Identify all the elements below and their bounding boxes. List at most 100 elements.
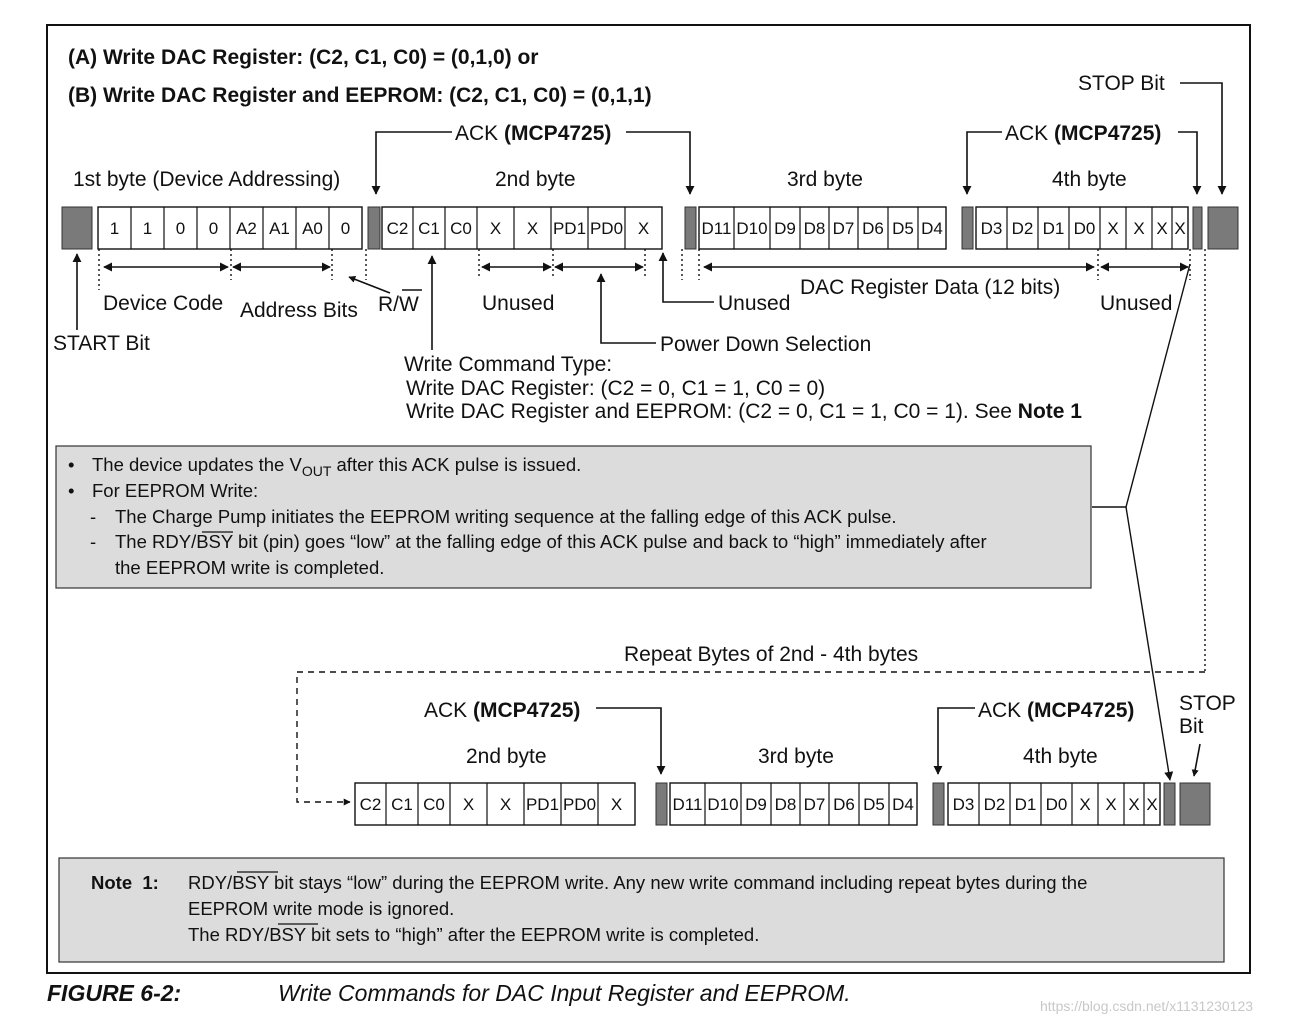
byte-3-label: 3rd byte (787, 168, 863, 191)
byte-3-repeat-cell: D7 (804, 795, 826, 814)
stop-bit-block (1179, 782, 1211, 826)
unused-arrow-2 (658, 252, 714, 303)
byte-4-cell: D1 (1043, 219, 1065, 238)
unused-label-3: Unused (1100, 292, 1172, 315)
byte-4-cell: X (1156, 219, 1167, 238)
info-bullet-2: • (68, 480, 74, 501)
byte-1-cell: 1 (143, 219, 152, 238)
byte-4-cell: X (1133, 219, 1144, 238)
bit-label-bottom: Bit (1179, 715, 1204, 738)
byte-2-repeat-cell: X (611, 795, 622, 814)
byte-2-cell: C2 (387, 219, 409, 238)
info-dash-2: - (90, 531, 96, 552)
repeat-label: Repeat Bytes of 2nd - 4th bytes (624, 643, 918, 666)
byte-3-label-bottom: 3rd byte (758, 745, 834, 768)
byte-4-cell: X (1107, 219, 1118, 238)
byte-2-repeat-cell: C2 (360, 795, 382, 814)
ack-arrow-1 (371, 131, 452, 195)
byte-2-repeat-cell: PD1 (526, 795, 559, 814)
byte-2-repeat-cell: X (463, 795, 474, 814)
repeat-loop (296, 671, 1205, 806)
rw-label: R/W (378, 293, 419, 316)
byte-1-label: 1st byte (Device Addressing) (73, 168, 340, 191)
byte-2-cell: X (638, 219, 649, 238)
byte-2-repeat-frame (354, 782, 636, 826)
stop-arrow-bottom (1191, 743, 1201, 777)
byte-4-frame (975, 206, 1189, 250)
byte-2-cell: PD0 (590, 219, 623, 238)
heading-line-2: (B) Write DAC Register and EEPROM: (C2, … (68, 84, 652, 107)
watermark: https://blog.csdn.net/x1131230123 (1040, 998, 1254, 1014)
byte-3-frame (698, 206, 947, 250)
byte-2-cell: C0 (450, 219, 472, 238)
byte-4-repeat-cell: X (1128, 795, 1139, 814)
info-box (55, 445, 1092, 589)
ack-block (961, 206, 974, 250)
byte-3-cell: D11 (702, 219, 732, 238)
byte-4-label-bottom: 4th byte (1023, 745, 1098, 768)
ack-block (932, 782, 945, 826)
byte-2-repeat-cell: X (500, 795, 511, 814)
info-line-2: For EEPROM Write: (92, 480, 258, 501)
byte-3-repeat-cell: D4 (892, 795, 914, 814)
unused-label-2: Unused (718, 292, 790, 315)
note-line-3: The RDY/BSY bit sets to “high” after the… (188, 924, 759, 945)
byte-3-repeat-cell: D6 (833, 795, 855, 814)
byte-4-repeat-frame (947, 782, 1161, 826)
byte-1-cell: A1 (269, 219, 290, 238)
byte-4-repeat-cell: X (1105, 795, 1116, 814)
info-line-1: The device updates the VOUT after this A… (92, 454, 581, 479)
power-down-arrow (596, 273, 656, 344)
byte-4-cell: D3 (981, 219, 1003, 238)
figure-label: FIGURE 6-2: (47, 980, 182, 1006)
byte-3-repeat-frame (669, 782, 918, 826)
byte-3-repeat-cell: D10 (707, 795, 738, 814)
byte-1-cell: 0 (176, 219, 185, 238)
byte-1-cell: A0 (302, 219, 323, 238)
wct-line-1: Write DAC Register: (C2 = 0, C1 = 1, C0 … (406, 377, 825, 400)
ack-label-2: ACK (MCP4725) (1005, 122, 1161, 145)
address-bits-label: Address Bits (240, 299, 358, 322)
byte-1-cell: 1 (110, 219, 119, 238)
byte-3-repeat-cell: D11 (673, 795, 703, 814)
stop-bit-block (1207, 206, 1239, 250)
byte-1-cell: A2 (236, 219, 257, 238)
byte-1-cell: 0 (341, 219, 350, 238)
note-line-1: RDY/BSY bit stays “low” during the EEPRO… (188, 872, 1087, 893)
start-bit-label: START Bit (53, 332, 150, 355)
ack-arrow-2 (626, 131, 695, 195)
byte-2-frame (381, 206, 663, 250)
stop-label-bottom: STOP (1179, 692, 1236, 715)
rw-arrow (348, 276, 391, 294)
byte-4-cell: D0 (1074, 219, 1096, 238)
ack-block (367, 206, 381, 250)
byte-4-repeat-cell: X (1079, 795, 1090, 814)
byte-2-repeat-cell: C1 (391, 795, 413, 814)
wct-title: Write Command Type: (404, 353, 612, 376)
device-code-label: Device Code (103, 292, 223, 315)
ack-arrow-4 (1178, 131, 1202, 195)
info-line-4: The RDY/BSY bit (pin) goes “low” at the … (115, 531, 987, 552)
figure-frame (46, 24, 1251, 974)
ack-block (655, 782, 668, 826)
byte-4-cell: X (1174, 219, 1185, 238)
byte-2-cell: X (490, 219, 501, 238)
unused-label-1: Unused (482, 292, 554, 315)
callout-line-down (1125, 506, 1174, 781)
byte-3-cell: D7 (833, 219, 855, 238)
byte-4-repeat-cell: X (1146, 795, 1157, 814)
note-box (58, 857, 1225, 963)
byte-2-cell: X (527, 219, 538, 238)
heading-line-1: (A) Write DAC Register: (C2, C1, C0) = (… (68, 46, 538, 69)
figure-caption: Write Commands for DAC Input Register an… (278, 980, 851, 1006)
ack-block (684, 206, 697, 250)
byte-3-repeat-cell: D5 (863, 795, 885, 814)
byte-4-label: 4th byte (1052, 168, 1127, 191)
byte-3-cell: D5 (892, 219, 914, 238)
byte-2-repeat-cell: PD0 (563, 795, 596, 814)
byte-2-repeat-cell: C0 (423, 795, 445, 814)
byte-4-repeat-cell: D2 (984, 795, 1006, 814)
byte-4-repeat-cell: D0 (1046, 795, 1068, 814)
